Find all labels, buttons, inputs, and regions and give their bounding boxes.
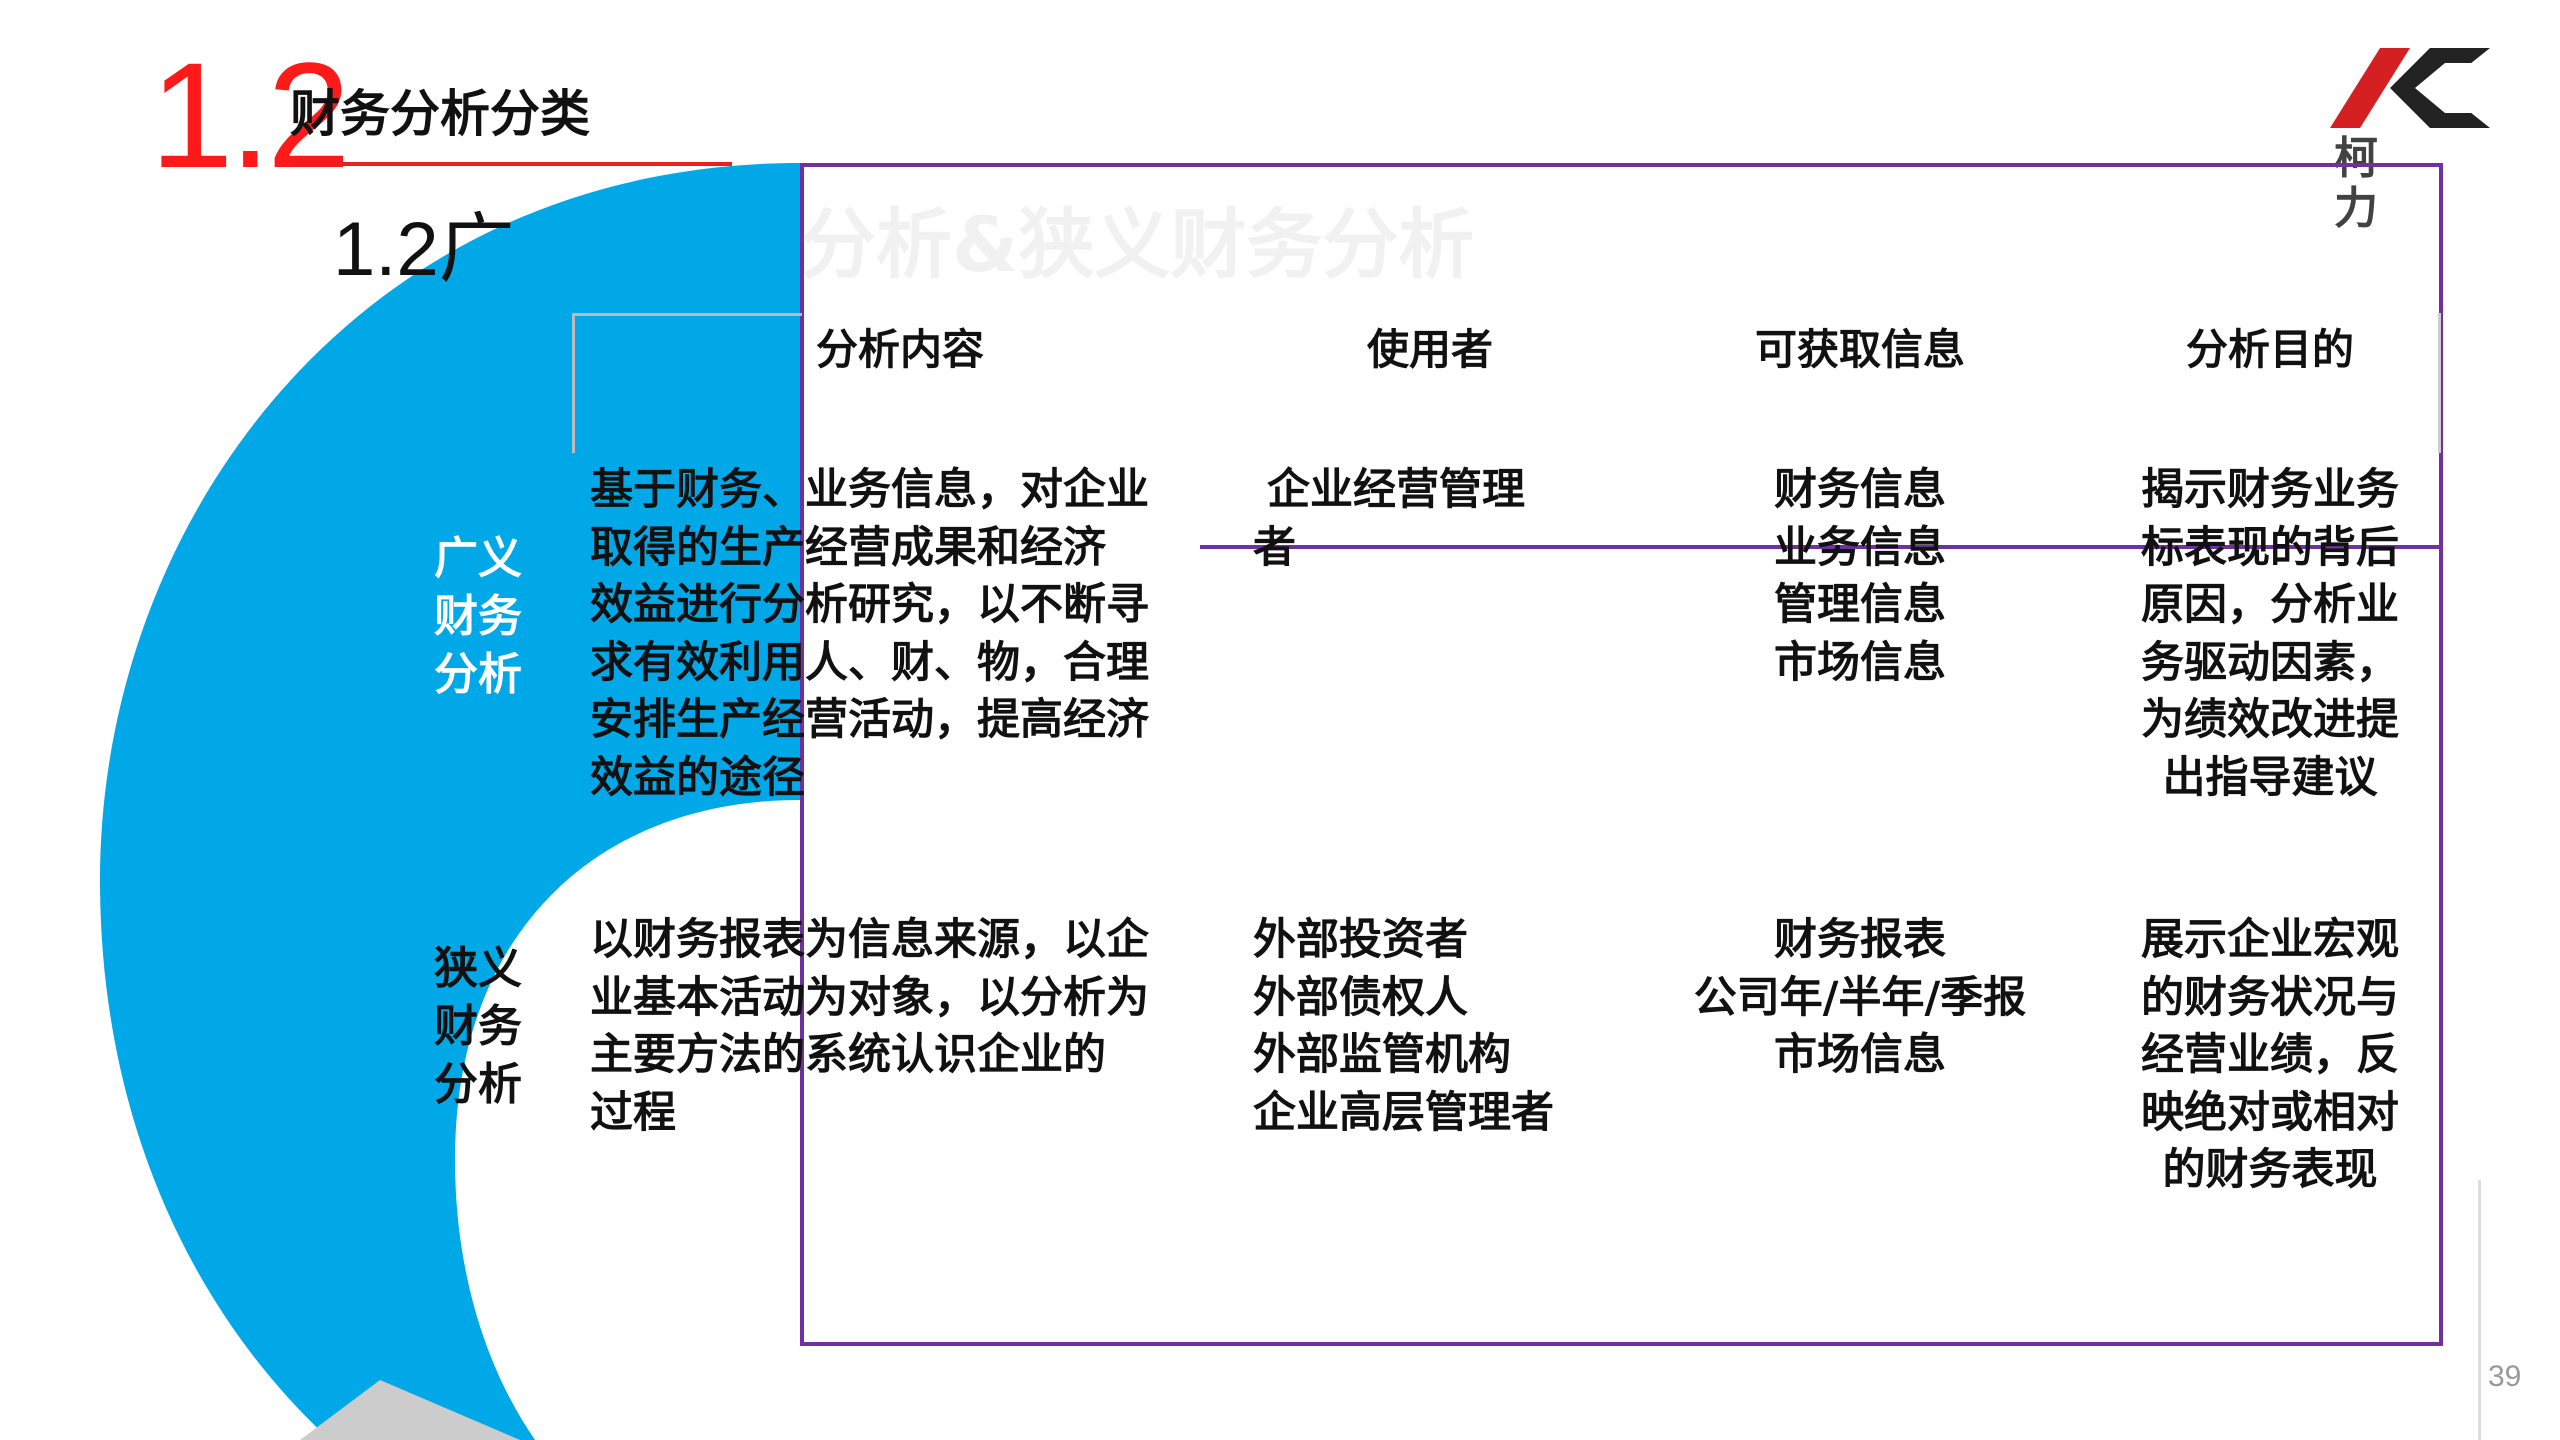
cell-line: 的财务表现 [2162, 1145, 2378, 1196]
cell-line: 公司年/半年/季报 [1693, 972, 2027, 1023]
row-label-narrow: 狭义 财务 分析 [428, 940, 528, 1114]
row-label-broad: 广义 财务 分析 [428, 530, 528, 704]
logo-text: 柯 力 [2334, 133, 2418, 234]
cell-narrow-content: 以财务报表为信息来源，以企 业基本活动为对象，以分析为 主要方法的系统认识企业的… [590, 912, 1230, 1142]
row-label-line: 广义 [434, 533, 522, 584]
cell-line: 经营业绩，反 [2141, 1030, 2399, 1081]
row-label-line: 财务 [434, 591, 522, 642]
cell-line: 取得的生产经营成果和经济 [590, 522, 1106, 573]
crescent-shape [100, 163, 800, 1440]
column-header-purpose: 分析目的 [2185, 325, 2354, 374]
cell-line: 企业经营管理 [1267, 465, 1525, 515]
logo-chevron-inner [2415, 63, 2480, 113]
slide-subtitle-visible: 1.2广 [333, 207, 515, 292]
cell-line: 出指导建议 [2162, 752, 2378, 803]
cell-line: 主要方法的系统认识企业的 [590, 1030, 1106, 1081]
cell-line: 者 [1253, 522, 1296, 573]
grey-shadow-shape [300, 1380, 520, 1440]
row-label-line: 财务 [434, 1001, 522, 1052]
cell-line: 效益进行分析研究，以不断寻 [590, 580, 1149, 631]
section-title: 财务分析分类 [290, 85, 590, 143]
cell-line: 市场信息 [1774, 637, 1946, 688]
cell-line: 管理信息 [1774, 580, 1946, 631]
cell-line: 外部投资者 [1253, 915, 1468, 965]
cell-line: 效益的途径 [590, 752, 805, 803]
cell-line: 求有效利用人、财、物，合理 [590, 637, 1149, 688]
cell-line: 务驱动因素， [2141, 637, 2399, 688]
cell-line: 过程 [590, 1087, 676, 1138]
cell-line: 以财务报表为信息来源，以企 [590, 915, 1149, 965]
cell-line: 市场信息 [1774, 1030, 1946, 1081]
cell-line: 标表现的背后 [2141, 522, 2399, 573]
cell-broad-users: 企业经营管理 者 [1253, 462, 1613, 577]
row-label-line: 狭义 [434, 943, 522, 994]
cell-line: 外部债权人 [1253, 972, 1468, 1023]
cell-line: 财务信息 [1774, 465, 1946, 515]
cell-line: 业务信息 [1774, 522, 1946, 573]
cell-line: 外部监管机构 [1253, 1030, 1511, 1081]
slide-subtitle-faded: 分析&狭义财务分析 [800, 200, 1475, 289]
cell-line: 财务报表 [1774, 915, 1946, 965]
column-header-info: 可获取信息 [1754, 325, 1965, 374]
logo-red-stroke [2330, 48, 2410, 128]
cell-broad-purpose: 揭示财务业务 标表现的背后 原因，分析业 务驱动因素， 为绩效改进提 出指导建议 [2120, 462, 2420, 808]
company-logo: 柯 力 [2320, 48, 2500, 234]
cell-line: 原因，分析业 [2141, 580, 2399, 631]
column-header-users: 使用者 [1366, 325, 1493, 374]
row-label-line: 分析 [434, 1059, 522, 1110]
cell-line: 揭示财务业务 [2141, 465, 2399, 515]
title-underline [290, 162, 732, 166]
cell-line: 企业高层管理者 [1253, 1087, 1554, 1138]
cell-broad-content: 基于财务、业务信息，对企业 取得的生产经营成果和经济 效益进行分析研究，以不断寻… [590, 462, 1230, 808]
cell-line: 为绩效改进提 [2141, 695, 2399, 746]
cell-line: 的财务状况与 [2141, 972, 2399, 1023]
cell-narrow-purpose: 展示企业宏观 的财务状况与 经营业绩，反 映绝对或相对 的财务表现 [2120, 912, 2420, 1200]
cell-narrow-users: 外部投资者 外部债权人 外部监管机构 企业高层管理者 [1253, 912, 1633, 1142]
cell-narrow-info: 财务报表 公司年/半年/季报 市场信息 [1660, 912, 2060, 1085]
cell-line: 展示企业宏观 [2141, 915, 2399, 965]
table-header-corner [572, 313, 802, 453]
table-header-right-border [2438, 313, 2441, 453]
cell-line: 安排生产经营活动，提高经济 [590, 695, 1149, 746]
column-header-content: 分析内容 [815, 325, 984, 374]
cell-line: 映绝对或相对 [2141, 1087, 2399, 1138]
row-label-line: 分析 [434, 649, 522, 700]
purple-frame-main [800, 163, 2443, 1346]
cell-line: 业基本活动为对象，以分析为 [590, 972, 1149, 1023]
cell-broad-info: 财务信息 业务信息 管理信息 市场信息 [1700, 462, 2020, 692]
right-edge-rule [2478, 1180, 2481, 1440]
purple-frame-divider [1200, 545, 2443, 549]
page-number: 39 [2488, 1360, 2522, 1393]
cell-line: 基于财务、业务信息，对企业 [590, 465, 1149, 515]
